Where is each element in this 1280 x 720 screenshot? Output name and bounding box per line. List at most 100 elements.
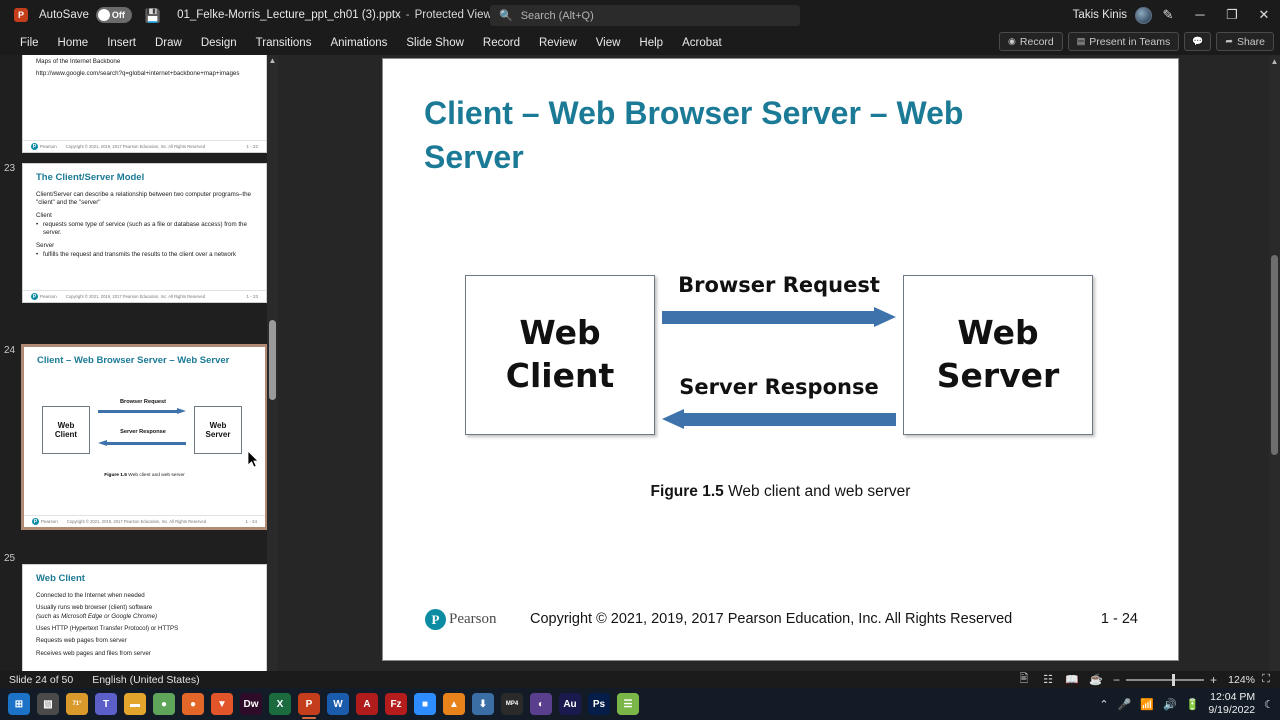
- thumbnail-scrollbar-thumb[interactable]: [269, 320, 276, 400]
- close-button[interactable]: ✕: [1258, 7, 1270, 22]
- thumbnail-scrollbar[interactable]: ▲: [267, 55, 278, 671]
- dreamweaver-icon[interactable]: Dw: [240, 693, 262, 715]
- file-explorer-icon[interactable]: ▬: [124, 693, 146, 715]
- microphone-icon[interactable]: 🎤: [1117, 698, 1132, 711]
- zoom-icon[interactable]: ■: [414, 693, 436, 715]
- slide-editing-area[interactable]: Client – Web Browser Server – Web Server…: [278, 55, 1280, 671]
- thumb24-copyright: Copyright © 2021, 2019, 2017 Pearson Edu…: [66, 519, 207, 524]
- zoom-level[interactable]: 124%: [1228, 673, 1255, 686]
- weather-widget-icon[interactable]: 71°: [66, 693, 88, 715]
- page-title[interactable]: Client – Web Browser Server – Web Server: [424, 91, 1104, 179]
- thumb24-response-arrow: [98, 440, 186, 446]
- present-in-teams-button[interactable]: ▤ Present in Teams: [1067, 32, 1180, 51]
- record-button[interactable]: ◉ Record: [999, 32, 1063, 51]
- chrome-icon[interactable]: ●: [153, 693, 175, 715]
- tab-home[interactable]: Home: [57, 36, 89, 49]
- share-button[interactable]: ➦ Share: [1216, 32, 1274, 51]
- zoom-out-button[interactable]: −: [1112, 672, 1120, 687]
- excel-icon[interactable]: X: [269, 693, 291, 715]
- tab-record[interactable]: Record: [482, 36, 520, 49]
- teams-icon[interactable]: T: [95, 693, 117, 715]
- save-icon[interactable]: 💾: [144, 7, 162, 23]
- tab-view[interactable]: View: [595, 36, 621, 49]
- audition-icon[interactable]: Au: [559, 693, 581, 715]
- slide-scrollbar-thumb[interactable]: [1271, 255, 1278, 455]
- slide-thumbnail-24[interactable]: Client – Web Browser Server – Web Server…: [22, 345, 267, 529]
- current-slide[interactable]: Client – Web Browser Server – Web Server…: [383, 59, 1178, 660]
- word-icon[interactable]: W: [327, 693, 349, 715]
- zoom-slider[interactable]: [1126, 673, 1204, 687]
- reading-view-button[interactable]: 📖: [1065, 674, 1079, 686]
- chevron-up-icon[interactable]: ⌃: [1099, 698, 1109, 711]
- copyright-text: Copyright © 2021, 2019, 2017 Pearson Edu…: [530, 611, 1013, 627]
- slide-thumbnail-25[interactable]: Web Client Connected to the Internet whe…: [22, 564, 267, 671]
- notes-icon[interactable]: ☰: [617, 693, 639, 715]
- slide-thumbnail-23[interactable]: The Client/Server Model Client/Server ca…: [22, 163, 267, 303]
- tab-transitions[interactable]: Transitions: [255, 36, 312, 49]
- tab-review[interactable]: Review: [538, 36, 577, 49]
- photoshop-icon[interactable]: Ps: [588, 693, 610, 715]
- zoom-slider-thumb[interactable]: [1172, 673, 1175, 686]
- volume-icon[interactable]: 🔊: [1163, 698, 1177, 711]
- tab-help[interactable]: Help: [639, 36, 664, 49]
- thumb24-pearson-word: Pearson: [41, 519, 58, 524]
- browser-request-arrow: [662, 307, 896, 327]
- titlebar-right-group: Takis Kinis ✎ ─ ❐ ✕: [1073, 0, 1280, 30]
- battery-icon[interactable]: 🔋: [1185, 698, 1200, 711]
- search-input[interactable]: 🔍 Search (Alt+Q): [490, 5, 800, 26]
- thumb25-line2: Usually runs web browser (client) softwa…: [36, 604, 153, 612]
- web-server-box[interactable]: Web Server: [903, 275, 1093, 435]
- minimize-button[interactable]: ─: [1195, 7, 1205, 22]
- web-client-box[interactable]: Web Client: [465, 275, 655, 435]
- fit-to-window-icon[interactable]: ⛶: [1262, 673, 1270, 685]
- account-name[interactable]: Takis Kinis: [1072, 9, 1127, 21]
- tab-animations[interactable]: Animations: [330, 36, 388, 49]
- scroll-up-icon[interactable]: ▲: [268, 56, 277, 65]
- vlc-icon[interactable]: ▲: [443, 693, 465, 715]
- start-icon[interactable]: ⊞: [8, 693, 30, 715]
- thumb23-footer: P Pearson Copyright © 2021, 2019, 2017 P…: [23, 290, 266, 302]
- language-indicator[interactable]: English (United States): [92, 673, 200, 686]
- zoom-in-button[interactable]: +: [1209, 672, 1217, 687]
- slide-thumbnail-22[interactable]: Maps of the Internet Backbone http://www…: [22, 55, 267, 153]
- tab-design[interactable]: Design: [200, 36, 237, 49]
- media-icon[interactable]: ◐: [530, 693, 552, 715]
- scroll-up-icon[interactable]: ▲: [1270, 57, 1279, 66]
- filezilla-icon[interactable]: Fz: [385, 693, 407, 715]
- thumb23-server-bullet: fulfills the request and transmits the r…: [36, 251, 256, 260]
- client-server-diagram[interactable]: Web Client Browser Request Server Respon…: [465, 273, 1093, 435]
- mp4-file-icon[interactable]: MP4: [501, 693, 523, 715]
- pearson-logo-icon: P: [425, 609, 446, 630]
- brave-icon[interactable]: ▼: [211, 693, 233, 715]
- tab-file[interactable]: File: [20, 36, 39, 49]
- tab-insert[interactable]: Insert: [107, 36, 136, 49]
- pen-icon[interactable]: ✎: [1162, 7, 1174, 22]
- clock[interactable]: 12:04 PM 9/19/2022: [1208, 691, 1255, 717]
- firefox-icon[interactable]: ●: [182, 693, 204, 715]
- wifi-icon[interactable]: 📶: [1140, 698, 1154, 711]
- search-placeholder: Search (Alt+Q): [520, 9, 594, 22]
- acrobat-icon[interactable]: A: [356, 693, 378, 715]
- download-icon[interactable]: ⬇: [472, 693, 494, 715]
- pearson-logo-icon: P: [32, 518, 39, 525]
- thumb22-line2: http://www.google.com/search?q=global+in…: [36, 70, 240, 78]
- slide-counter[interactable]: Slide 24 of 50: [9, 673, 74, 686]
- task-view-icon[interactable]: ▧: [37, 693, 59, 715]
- document-filename[interactable]: 01_Felke-Morris_Lecture_ppt_ch01 (3).ppt…: [177, 9, 401, 21]
- thumb25-line6: Receives web pages and files from server: [36, 649, 151, 657]
- slide-show-view-button[interactable]: ☕: [1089, 674, 1103, 686]
- slide-thumbnail-pane[interactable]: Maps of the Internet Backbone http://www…: [0, 55, 278, 671]
- tab-slide-show[interactable]: Slide Show: [406, 36, 464, 49]
- tab-acrobat[interactable]: Acrobat: [682, 36, 722, 49]
- normal-view-button[interactable]: 🖹: [1019, 673, 1029, 685]
- comments-button[interactable]: 💬: [1184, 32, 1212, 51]
- slide-scrollbar[interactable]: ▲: [1269, 55, 1280, 671]
- autosave-toggle[interactable]: Off: [95, 7, 132, 23]
- powerpoint-icon[interactable]: P: [298, 693, 320, 719]
- avatar[interactable]: [1135, 6, 1152, 24]
- tab-draw[interactable]: Draw: [154, 36, 182, 49]
- restore-button[interactable]: ❐: [1226, 7, 1238, 22]
- moon-icon[interactable]: ☾: [1264, 698, 1274, 711]
- slide-sorter-view-button[interactable]: ☷: [1043, 674, 1053, 686]
